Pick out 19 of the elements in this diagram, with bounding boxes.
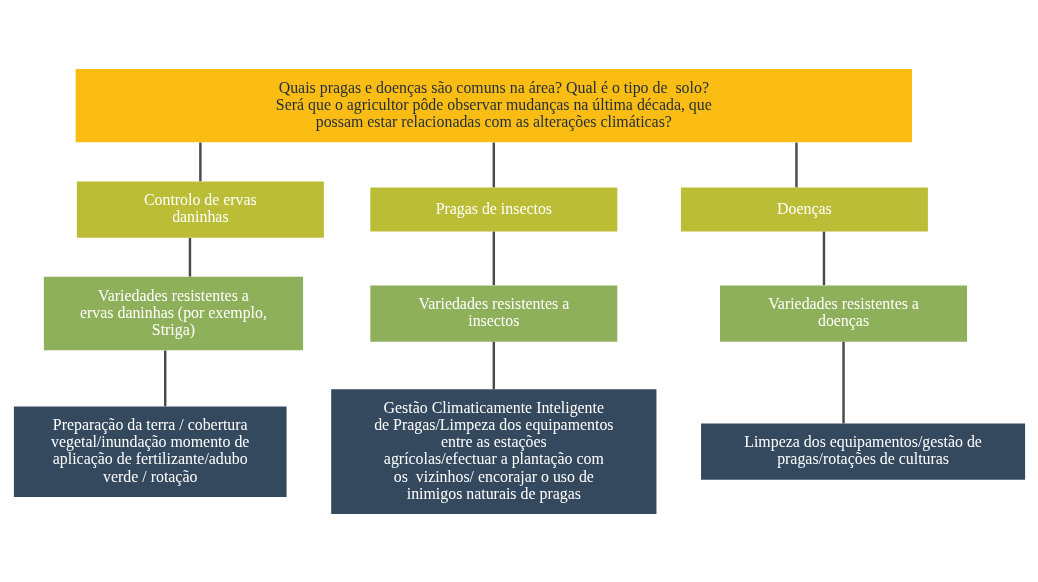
connector	[188, 237, 191, 277]
node-box: Limpeza dos equipamentos/gestão de pragas/rotações de culturas	[700, 423, 1025, 480]
node-box: Gestão Climaticamente Inteligente de Pragas/Limpeza dos equipamentos entre as estações agrícolas/efectuar a plantação com os vizinhos/ encorajar o uso de inimigos naturais de pragas	[330, 388, 656, 514]
connector	[492, 142, 495, 187]
node-box: Quais pragas e doenças são comuns na área? Qual é o tipo de solo? Será que o agricultor pôde observar mudanças na última década, que possam estar relacionadas com as alterações climáticas?	[75, 68, 912, 142]
connector	[492, 341, 495, 389]
node-box: Pragas de insectos	[369, 187, 617, 232]
connector	[198, 142, 202, 181]
connector	[794, 142, 798, 187]
connector	[163, 350, 166, 406]
connector	[822, 231, 825, 285]
connector	[492, 231, 495, 285]
node-box: Variedades resistentes a insectos	[369, 284, 617, 342]
connector	[841, 341, 845, 423]
node-box: Doenças	[680, 187, 928, 232]
node-box: Variedades resistentes a doenças	[719, 284, 967, 342]
node-box: Preparação da terra / cobertura vegetal/inundação momento de aplicação de fertilizante/adubo verde / rotação	[13, 405, 287, 497]
node-box: Controlo de ervas daninhas	[76, 180, 324, 238]
node-box: Variedades resistentes a ervas daninhas (por exemplo, Striga)	[43, 276, 303, 350]
